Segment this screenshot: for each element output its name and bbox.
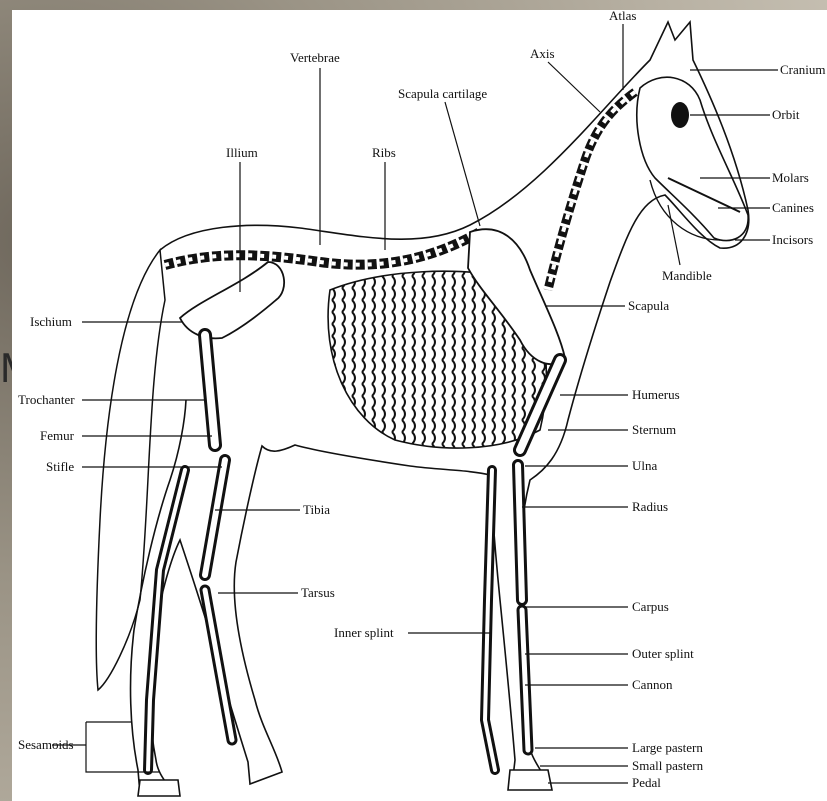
label-pedal: Pedal bbox=[632, 775, 661, 790]
label-carpus: Carpus bbox=[632, 599, 669, 614]
label-ulna: Ulna bbox=[632, 458, 658, 473]
label-tarsus: Tarsus bbox=[301, 585, 335, 600]
label-axis: Axis bbox=[530, 46, 555, 61]
label-sternum: Sternum bbox=[632, 422, 676, 437]
label-inner-splint: Inner splint bbox=[334, 625, 394, 640]
label-large-pastern: Large pastern bbox=[632, 740, 703, 755]
label-incisors: Incisors bbox=[772, 232, 813, 247]
label-mandible: Mandible bbox=[662, 268, 712, 283]
label-radius: Radius bbox=[632, 499, 668, 514]
orbit-socket bbox=[671, 102, 689, 128]
hind-hoof bbox=[138, 780, 180, 796]
label-femur: Femur bbox=[40, 428, 75, 443]
label-atlas: Atlas bbox=[609, 8, 636, 23]
pelvis bbox=[180, 262, 284, 338]
label-orbit: Orbit bbox=[772, 107, 800, 122]
fore-hoof bbox=[508, 770, 552, 790]
label-ribs: Ribs bbox=[372, 145, 396, 160]
label-scapula-cartilage: Scapula cartilage bbox=[398, 86, 487, 101]
label-trochanter: Trochanter bbox=[18, 392, 75, 407]
label-sesamoids: Sesamoids bbox=[18, 737, 74, 752]
label-ischium: Ischium bbox=[30, 314, 72, 329]
label-scapula: Scapula bbox=[628, 298, 669, 313]
label-canines: Canines bbox=[772, 200, 814, 215]
label-cannon: Cannon bbox=[632, 677, 673, 692]
label-tibia: Tibia bbox=[303, 502, 330, 517]
label-molars: Molars bbox=[772, 170, 809, 185]
hind-leg-far bbox=[148, 470, 185, 770]
label-ilium: Illium bbox=[226, 145, 258, 160]
label-small-pastern: Small pastern bbox=[632, 758, 704, 773]
label-cranium: Cranium bbox=[780, 62, 826, 77]
label-outer-splint: Outer splint bbox=[632, 646, 694, 661]
label-humerus: Humerus bbox=[632, 387, 680, 402]
label-vertebrae: Vertebrae bbox=[290, 50, 340, 65]
skull bbox=[637, 77, 748, 240]
label-stifle: Stifle bbox=[46, 459, 74, 474]
